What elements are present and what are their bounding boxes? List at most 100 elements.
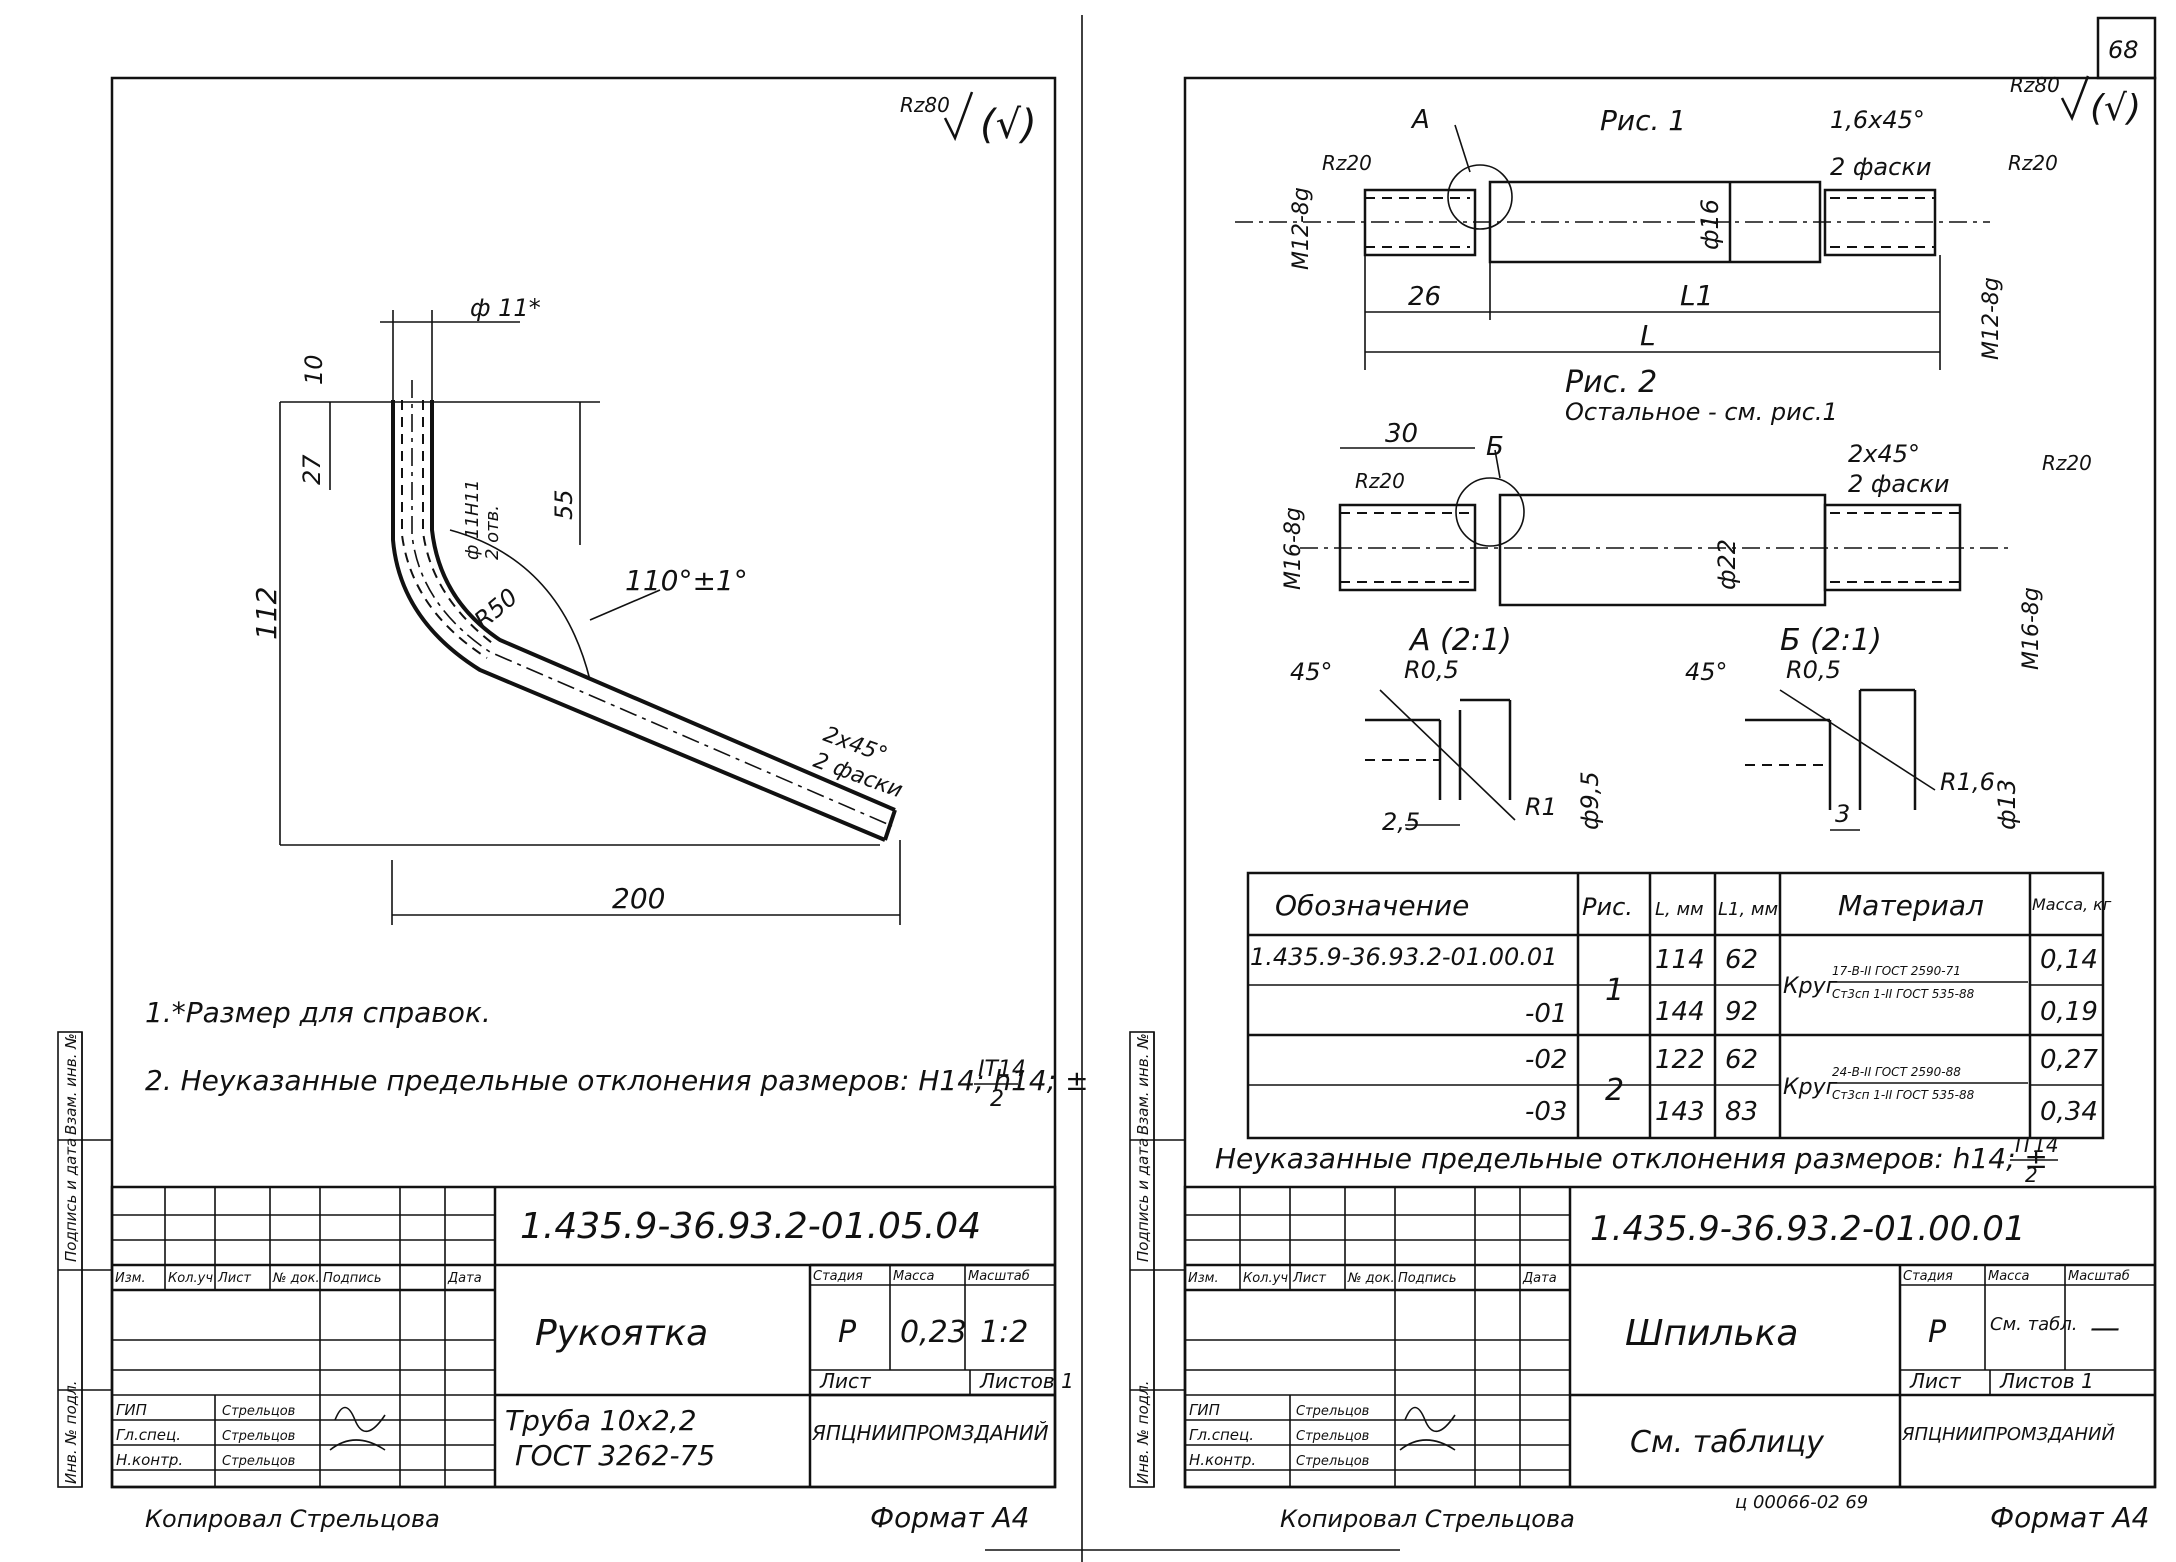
detail-a: А (2:1) 45° R0,5 R1 2,5 ф9,5 [1290,623,1604,836]
right-sheet-label: Лист [1909,1369,1962,1393]
fig2-dia: ф22 [1713,539,1741,590]
dim-55: 55 [550,489,578,520]
right-designation: 1.435.9-36.93.2-01.00.01 [1590,1209,2026,1249]
handle-drawing: 112 10 27 55 ф 11* ф 11Н11 2 отв. R50 11… [250,294,906,925]
left-rev-h3: № док. [272,1271,320,1286]
right-staff-0: ГИП [1189,1401,1220,1419]
fig1-chamfer: 1,6х45° [1830,106,1925,134]
left-staff-sig-0: Стрельцов [222,1404,295,1419]
right-scale: — [2090,1311,2120,1346]
left-lit-label: Стадия [813,1269,863,1284]
left-tol-num: IT14 [978,1057,1026,1082]
table-header-l1: L1, мм [1718,899,1778,920]
detail-b-angle: 45° [1685,658,1728,686]
fig1-len-l: L [1640,319,1656,352]
left-staff-sig-2: Стрельцов [222,1454,295,1469]
row0-material-a: 17-В-II ГОСТ 2590-71 [1832,964,1961,978]
fig1-drawing: Рис. 1 А Rz20 Rz20 М12-8g М12-8g ф16 1,6… [1235,104,2058,370]
fig2-thread-right: М16-8g [2019,587,2044,670]
left-mass: 0,23 [900,1315,967,1350]
left-part-name: Рукоятка [535,1313,708,1354]
fig2-label: Рис. 2 [1565,365,1657,400]
fig1-chamfer-note: 2 фаски [1830,153,1931,181]
row2-material-a: 24-В-II ГОСТ 2590-88 [1832,1065,1961,1079]
right-staff-sig-2: Стрельцов [1296,1454,1369,1469]
row0-material-b: Ст3сп 1-II ГОСТ 535-88 [1832,987,1975,1001]
dim-d-hole: ф 11Н11 [462,480,483,560]
fig2-drawing: Рис. 2 Остальное - см. рис.1 Б 30 Rz20 R… [1281,365,2092,670]
right-side-label-1: Подпись и дата [1134,1138,1152,1262]
right-rev-h2: Лист [1292,1271,1326,1286]
right-format: Формат А4 [1990,1501,2149,1534]
right-scale-label: Масштаб [2068,1269,2130,1284]
page-number-box [2096,16,2157,80]
left-tol-den: 2 [990,1087,1004,1112]
fig1-thread-left: М12-8g [1289,187,1314,270]
detail-a-width: 2,5 [1382,808,1420,836]
fig2-rz-left: Rz20 [1355,469,1405,493]
fig1-rz-right: Rz20 [2008,151,2058,175]
left-signature [329,1406,386,1451]
dim-d-outer: ф 11* [470,294,541,322]
fig1-thread-right: М12-8g [1979,277,2004,360]
left-side-label-0: Взам. инв. № [62,1033,80,1135]
fig2-note: Остальное - см. рис.1 [1565,398,1838,426]
left-rev-h1: Кол.уч [168,1271,213,1286]
row2-L: 122 [1655,1045,1705,1075]
fig2-callout: Б [1486,432,1504,462]
row0-mass: 0,14 [2040,945,2098,975]
row2-designation: -02 [1525,1045,1567,1075]
row3-designation: -03 [1525,1097,1567,1127]
left-mass-label: Масса [893,1269,934,1284]
right-roughness-main: Rz80 [2010,73,2060,97]
order-code: ц 00066-02 69 [1735,1492,1868,1513]
fig1-callout: А [1410,105,1430,135]
detail-a-angle: 45° [1290,658,1333,686]
left-designation: 1.435.9-36.93.2-01.05.04 [520,1206,981,1247]
detail-b-width: 3 [1835,800,1850,828]
dim-27: 27 [298,454,326,485]
row3-L1: 83 [1725,1097,1758,1127]
right-side-label-0: Взам. инв. № [1134,1033,1152,1135]
right-side-label-2: Инв. № подл. [1134,1381,1152,1484]
left-format: Формат А4 [870,1501,1029,1534]
page-number: 68 [2108,36,2139,64]
left-material-2: ГОСТ 3262-75 [515,1439,715,1472]
right-lit: Р [1928,1315,1947,1350]
row2-fig: 2 [1605,1073,1624,1108]
left-rev-h0: Изм. [115,1271,146,1286]
detail-b-r-small: R0,5 [1786,656,1841,684]
right-tol-num: IT14 [2015,1133,2059,1157]
table-header-fig: Рис. [1582,893,1633,921]
left-scale-label: Масштаб [968,1269,1030,1284]
row3-mass: 0,34 [2040,1097,2098,1127]
left-staff-0: ГИП [116,1401,147,1419]
left-rev-h5: Дата [447,1271,482,1286]
table-header-designation: Обозначение [1275,889,1469,922]
left-roughness-check: (√) [980,102,1037,148]
table-header-material: Материал [1838,889,1984,922]
detail-a-title: А (2:1) [1408,623,1512,658]
left-note-1: 1.*Размер для справок. [145,996,491,1029]
detail-b-title: Б (2:1) [1780,623,1882,658]
right-org: ЯПЦНИИПРОМЗДАНИЙ [1901,1423,2115,1445]
right-mass: См. табл. [1990,1314,2077,1335]
detail-a-r-small: R0,5 [1404,656,1459,684]
spec-table: Обозначение Рис. L, мм L1, мм Материал М… [1246,871,2112,1140]
row0-designation: 1.435.9-36.93.2-01.00.01 [1250,943,1557,971]
fig1-rz-left: Rz20 [1322,151,1372,175]
left-staff-sig-1: Стрельцов [222,1429,295,1444]
fig2-chamfer: 2х45° [1848,440,1920,468]
fig2-chamfer-note: 2 фаски [1848,470,1949,498]
fig1-dia: ф16 [1696,199,1724,250]
material-prefix-1: Круг [1783,1075,1838,1100]
left-material-1: Труба 10х2,2 [505,1404,697,1437]
dim-10: 10 [300,354,328,385]
row3-L: 143 [1655,1097,1705,1127]
right-roughness-check: (√) [2090,88,2141,129]
row2-L1: 62 [1725,1045,1758,1075]
row1-designation: -01 [1525,999,1567,1029]
right-staff-sig-1: Стрельцов [1296,1429,1369,1444]
right-rev-h4: Подпись [1398,1271,1456,1286]
